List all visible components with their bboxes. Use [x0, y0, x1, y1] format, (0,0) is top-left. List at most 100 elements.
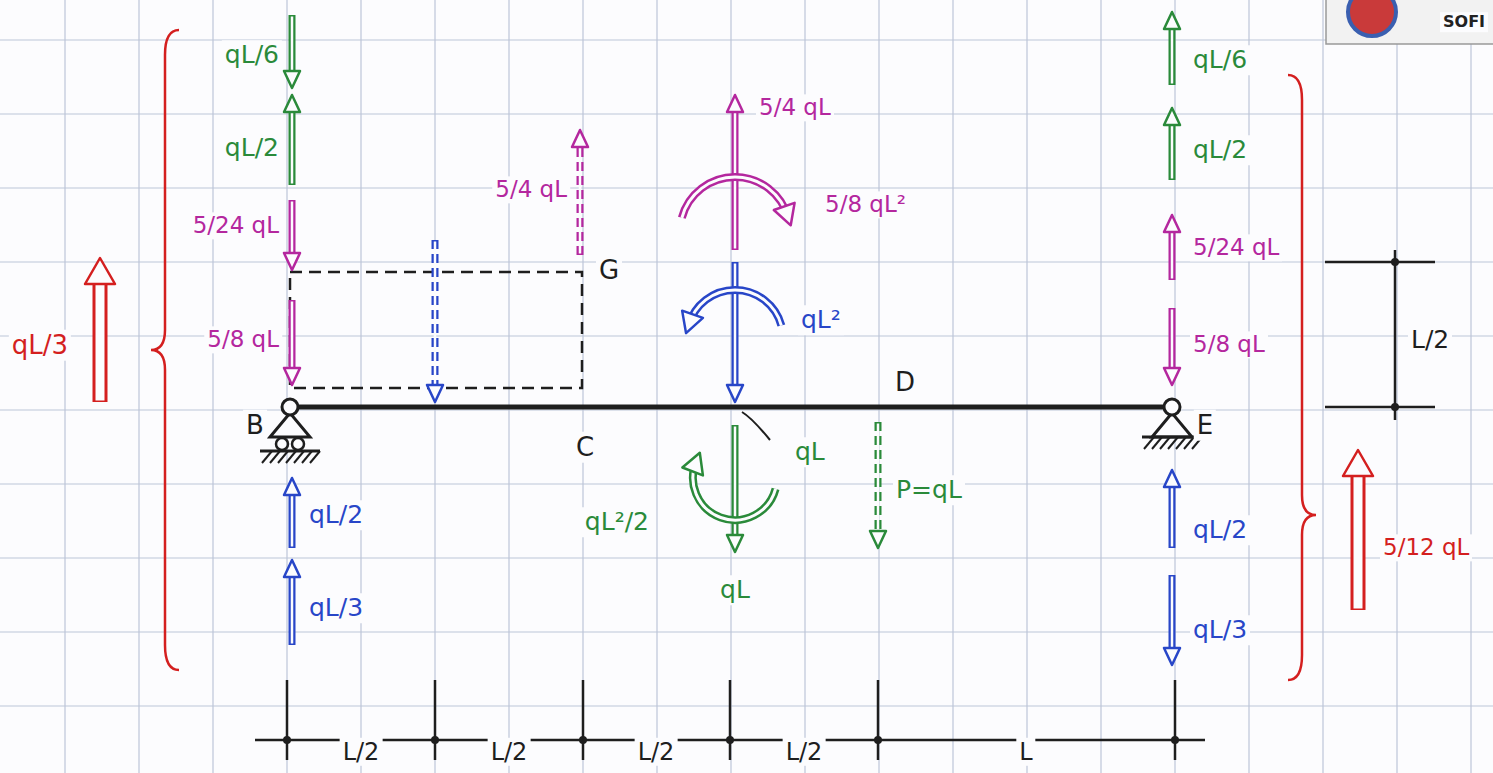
- dimension-tick: [1325, 406, 1435, 409]
- grid-line: [286, 0, 287, 773]
- grid-line: [1100, 0, 1101, 773]
- arrow-head: [284, 368, 300, 385]
- roller: [276, 438, 288, 450]
- grid-line: [0, 187, 1493, 188]
- grid-line: [212, 0, 213, 773]
- force-arrow: [732, 262, 739, 385]
- arrow-head: [572, 130, 588, 147]
- force-arrow-core: [291, 202, 294, 254]
- force-label: qL/2: [306, 500, 366, 530]
- support-triangle: [1152, 413, 1192, 437]
- moment-arc-core: [689, 290, 782, 326]
- dimension-dot: [431, 736, 439, 744]
- brace: [1288, 75, 1316, 680]
- grid-line: [1322, 0, 1323, 773]
- force-label: 5/24 qL: [1190, 234, 1282, 261]
- arrow-head: [284, 253, 300, 270]
- dimension-tick: [434, 680, 437, 760]
- arrow-head: [727, 535, 743, 552]
- dimension-label: L/2: [635, 738, 678, 766]
- arrow-head: [1164, 648, 1180, 665]
- force-arrow: [289, 577, 296, 645]
- point-label: B: [243, 410, 267, 441]
- dimension-dot: [1171, 736, 1179, 744]
- logo-text: SOFI: [1440, 12, 1488, 32]
- force-arrow-core: [877, 424, 880, 532]
- dimension-tick: [582, 680, 585, 760]
- arrow-head: [1164, 215, 1180, 232]
- force-label: qL/3: [9, 330, 71, 361]
- moment-arc: [682, 177, 788, 218]
- dimension-label: L/2: [488, 738, 531, 766]
- grid-line: [0, 705, 1493, 706]
- force-label: 5/4 qL: [492, 176, 570, 203]
- force-arrow-core: [96, 284, 105, 401]
- arrow-head: [427, 385, 443, 402]
- grid-line: [878, 0, 879, 773]
- support-triangle: [270, 413, 310, 437]
- dimension-tick: [877, 680, 880, 760]
- force-arrow: [1169, 575, 1176, 648]
- grid-line: [1026, 0, 1027, 773]
- arrow-head: [727, 385, 743, 402]
- force-arrow: [1169, 308, 1176, 368]
- grid-line: [508, 0, 509, 773]
- grid-line: [0, 113, 1493, 114]
- force-arrow-core: [434, 242, 437, 386]
- dimension-tick: [1174, 680, 1177, 760]
- moment-arc-core: [682, 177, 788, 218]
- grid-line: [656, 0, 657, 773]
- dimension-line: [1394, 250, 1397, 420]
- force-arrow: [1169, 29, 1176, 85]
- dimension-dot: [874, 736, 882, 744]
- moment-arc: [693, 460, 776, 520]
- force-arrow: [289, 15, 296, 71]
- force-arrow-core: [1354, 476, 1363, 609]
- force-arrow-core: [1171, 232, 1174, 279]
- force-arrow: [289, 495, 296, 548]
- grid-line: [952, 0, 953, 773]
- drawing-part: [85, 0, 1493, 760]
- arrow-head: [1164, 470, 1180, 487]
- arrow-head: [1164, 368, 1180, 385]
- beam: [290, 405, 1172, 410]
- force-label: 5/8 qL: [1190, 331, 1268, 358]
- force-arrow: [1169, 232, 1176, 280]
- leader-line: [742, 412, 770, 440]
- force-arrow-core: [734, 264, 737, 386]
- moment-arc-core: [693, 460, 776, 520]
- arrow-head: [284, 95, 300, 112]
- force-label: 5/12 qL: [1380, 534, 1472, 561]
- force-label: qL/3: [306, 593, 366, 623]
- force-arrow-core: [1171, 577, 1174, 649]
- moment-arc: [689, 290, 782, 326]
- arrow-head: [284, 560, 300, 577]
- dimension-tick: [286, 680, 289, 760]
- force-label: qL: [717, 575, 753, 605]
- arrow-head: [85, 258, 115, 284]
- point-label: G: [596, 255, 622, 286]
- brace: [151, 30, 179, 670]
- grid-line: [64, 0, 65, 773]
- hinge: [1164, 399, 1180, 415]
- force-arrow: [577, 147, 584, 255]
- force-label: qL/6: [1190, 45, 1250, 75]
- force-arrow: [289, 300, 296, 368]
- dimension-dot: [1391, 403, 1399, 411]
- grid-line: [1248, 0, 1249, 773]
- dimension-label: L: [1016, 738, 1035, 766]
- force-label: 5/24 qL: [190, 212, 282, 239]
- arrow-head: [774, 203, 795, 225]
- force-label: 5/8 qL: [204, 326, 282, 353]
- dimension-label: L/2: [783, 738, 826, 766]
- force-arrow: [93, 284, 108, 402]
- grid-line: [0, 557, 1493, 558]
- dimension-tick: [729, 680, 732, 760]
- roller: [292, 438, 304, 450]
- grid-line: [138, 0, 139, 773]
- point-label: C: [573, 432, 597, 463]
- ground-hatch: [310, 451, 320, 463]
- force-arrow: [1351, 476, 1366, 610]
